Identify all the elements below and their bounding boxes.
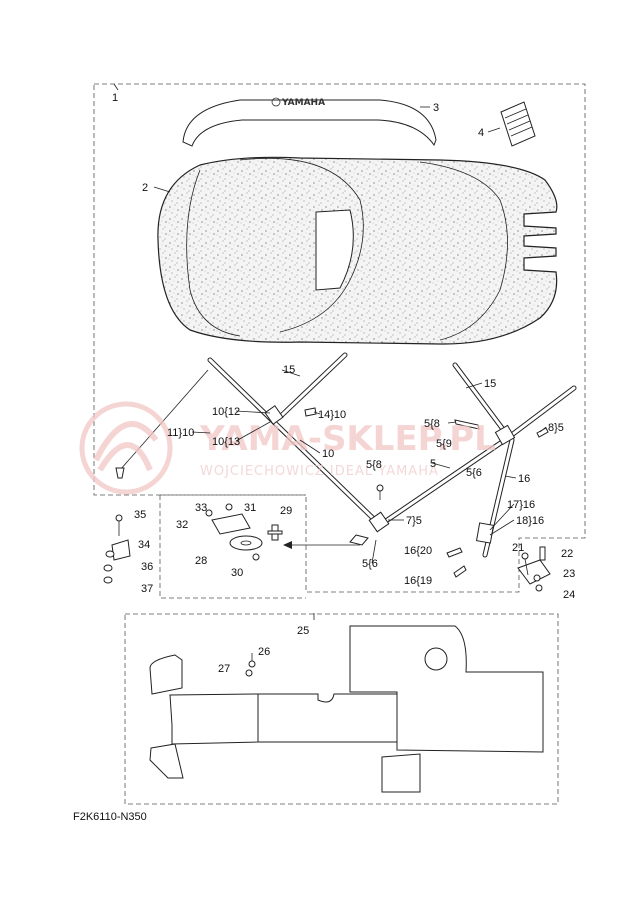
label-p15b: 15 <box>484 378 496 390</box>
hardware-main <box>304 407 549 578</box>
label-p34: 34 <box>138 539 150 551</box>
watermark-subtitle: WOJCIECHOWICZ IDEAL YAMAHA <box>200 464 439 479</box>
label-p5-8b: 5{8 <box>366 459 382 471</box>
label-p5-6a: 5{6 <box>466 467 482 479</box>
label-p10: 10 <box>322 448 334 460</box>
watermark-title: YAMA-SKLEP.PL <box>199 419 496 459</box>
label-p37: 37 <box>141 583 153 595</box>
diagram-code: F2K6110-N350 <box>73 811 147 823</box>
label-p22: 22 <box>561 548 573 560</box>
label-p26: 26 <box>258 646 270 658</box>
label-p29: 29 <box>280 505 292 517</box>
label-tag <box>500 101 536 147</box>
label-p35: 35 <box>134 509 146 521</box>
label-p23: 23 <box>563 568 575 580</box>
label-p10-13: 10{13 <box>212 436 240 448</box>
bracket-assembly <box>205 503 283 561</box>
clamp-assembly <box>103 514 131 584</box>
label-p16: 16 <box>518 473 530 485</box>
seat-cover <box>157 156 558 345</box>
base-bracket <box>517 546 551 592</box>
leader-lines <box>113 83 547 661</box>
label-p16-20: 16{20 <box>404 545 432 557</box>
watermark: YAMA-SKLEP.PL WOJCIECHOWICZ IDEAL YAMAHA <box>79 401 496 495</box>
label-p2: 2 <box>142 182 148 194</box>
bracket-group-frame <box>159 494 306 599</box>
label-p14-10: 14}10 <box>318 409 346 421</box>
mat-group-frame <box>124 613 559 805</box>
label-p21: 21 <box>512 542 524 554</box>
label-p15a: 15 <box>283 364 295 376</box>
label-p25: 25 <box>297 625 309 637</box>
label-p5-6b: 5{6 <box>362 558 378 570</box>
brand-logo-text: YAMAHA <box>281 98 325 108</box>
label-p28: 28 <box>195 555 207 567</box>
label-p17-16: 17}16 <box>507 499 535 511</box>
label-p5a: 5 <box>430 458 436 470</box>
strap-handle: YAMAHA <box>182 97 437 147</box>
label-p32: 32 <box>176 519 188 531</box>
deck-mats <box>149 625 544 793</box>
label-p5-8a: 5{8 <box>424 418 440 430</box>
label-p4: 4 <box>478 127 484 139</box>
label-p1: 1 <box>112 92 118 104</box>
part-labels: 1 2 3 4 15 15 10{12 10{13 11}10 14}10 10… <box>112 92 575 675</box>
label-p8-5: 8}5 <box>548 422 564 434</box>
label-p30: 30 <box>231 567 243 579</box>
label-p5-9: 5{9 <box>436 438 452 450</box>
label-p7-5: 7}5 <box>406 515 422 527</box>
bimini-frame <box>115 352 577 558</box>
label-p27: 27 <box>218 663 230 675</box>
label-p11-10: 11}10 <box>167 427 194 439</box>
label-p31: 31 <box>244 502 256 514</box>
label-p10-12: 10{12 <box>212 406 240 418</box>
label-p18-16: 18}16 <box>516 515 544 527</box>
label-p33: 33 <box>195 502 207 514</box>
label-p24: 24 <box>563 589 575 601</box>
label-p3: 3 <box>433 102 439 114</box>
brand-logo-icon <box>271 97 281 107</box>
label-p36: 36 <box>141 561 153 573</box>
label-p16-19: 16{19 <box>404 575 432 587</box>
